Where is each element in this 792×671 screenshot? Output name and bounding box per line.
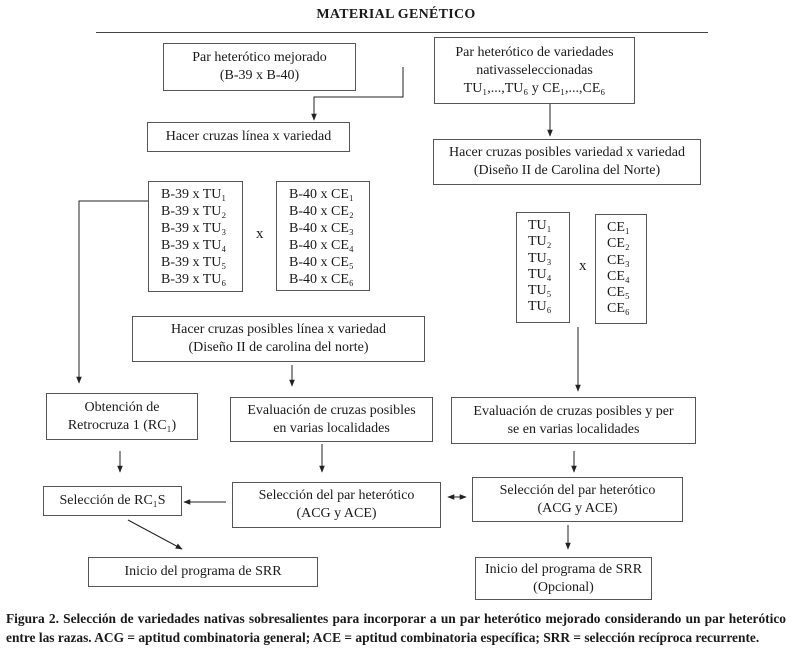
list-item: CE₄ [607, 268, 630, 284]
box-line: Obtención de [84, 399, 160, 415]
list-item: B-40 x CE₄ [289, 238, 354, 253]
box-line: TU₁,...,TU₆ y CE₁,...,CE₆ [463, 80, 606, 96]
list-item: B-40 x CE₂ [289, 204, 354, 219]
box-line: en varias localidades [273, 420, 390, 436]
box-line: nativasseleccionadas [476, 62, 593, 78]
list-b39: B-39 x TU₁ B-39 x TU₂ B-39 x TU₃ B-39 x … [148, 181, 243, 292]
box-line: Selección del par heterótico [499, 482, 656, 498]
cross-symbol-right: x [579, 258, 587, 274]
box-line: Selección de RC₁S [59, 493, 166, 508]
list-item: B-39 x TU₅ [161, 255, 227, 270]
box-line: Inicio del programa de SRR [484, 561, 643, 577]
box-line: (Diseño II de carolina del norte) [188, 340, 369, 355]
list-ce: CE₁ CE₂ CE₃ CE₄ CE₅ CE₆ [595, 214, 647, 324]
list-item: TU₄ [528, 266, 552, 282]
box-par-mejorado: Par heterótico mejorado (B-39 x B-40) [163, 43, 356, 91]
box-line: Hacer cruzas posibles línea x variedad [171, 322, 386, 337]
box-seleccion-mid: Selección del par heterótico (ACG y ACE) [232, 482, 441, 528]
list-item: B-40 x CE₆ [289, 272, 354, 287]
box-line: Selección del par heterótico [258, 488, 415, 503]
list-item: TU₅ [528, 283, 552, 299]
list-item: B-39 x TU₁ [161, 187, 227, 202]
list-item: B-39 x TU₆ [161, 272, 227, 287]
box-seleccion-rc: Selección de RC₁S [43, 486, 182, 516]
title-rule [96, 32, 708, 33]
list-item: B-39 x TU₂ [161, 204, 227, 219]
arrow-b39-to-obtencion [76, 200, 148, 384]
diagram-title: MATERIAL GENÉTICO [316, 7, 476, 22]
list-item: TU₃ [528, 250, 552, 266]
figure-caption: Figura 2. Selección de variedades nativa… [6, 611, 786, 645]
box-line: Retrocruza 1 (RC₁) [67, 417, 177, 433]
box-line: (ACG y ACE) [296, 506, 377, 521]
list-item: CE₅ [607, 285, 630, 301]
box-inicio-left: Inicio del programa de SRR [88, 557, 318, 587]
box-line: Evaluación de cruzas posibles [247, 402, 416, 418]
list-item: B-39 x TU₄ [161, 238, 227, 253]
box-line: Par heterótico mejorado [192, 50, 327, 65]
list-tu: TU₁ TU₂ TU₃ TU₄ TU₅ TU₆ [516, 212, 570, 323]
box-line: Inicio del programa de SRR [124, 564, 282, 579]
list-item: TU₁ [528, 218, 552, 233]
list-item: B-40 x CE₁ [289, 187, 354, 202]
box-line: Evaluación de cruzas posibles y per [473, 403, 674, 419]
box-seleccion-right: Selección del par heterótico (ACG y ACE) [472, 477, 683, 522]
list-item: CE₂ [607, 236, 630, 252]
box-cruzas-linea: Hacer cruzas línea x variedad [147, 122, 350, 152]
list-item: CE₆ [607, 301, 630, 317]
box-eval-right: Evaluación de cruzas posibles y per se e… [451, 397, 696, 444]
list-item: TU₆ [528, 299, 552, 315]
list-item: CE₃ [607, 252, 630, 268]
list-item: TU₂ [528, 234, 552, 250]
box-line: se en varias localidades [507, 421, 640, 437]
arrow-mejorado-to-cruzas [311, 67, 404, 121]
box-eval-left: Evaluación de cruzas posibles en varias … [230, 397, 433, 442]
box-cruzas-posibles: Hacer cruzas posibles línea x variedad (… [132, 316, 425, 362]
list-b40: B-40 x CE₁ B-40 x CE₂ B-40 x CE₃ B-40 x … [276, 181, 370, 291]
box-line: (B-39 x B-40) [219, 68, 300, 83]
cross-symbol-left: x [256, 226, 264, 242]
box-line: (ACG y ACE) [537, 500, 618, 516]
list-item: CE₁ [607, 220, 630, 235]
box-par-nativas: Par heterótico de variedades nativassele… [434, 37, 635, 104]
box-inicio-right: Inicio del programa de SRR (Opcional) [475, 557, 652, 600]
list-item: B-40 x CE₅ [289, 255, 354, 270]
box-cruzas-variedad: Hacer cruzas posibles variedad x varieda… [433, 139, 701, 185]
box-line: Hacer cruzas línea x variedad [165, 129, 332, 144]
box-line: Par heterótico de variedades [455, 44, 614, 60]
box-line: Hacer cruzas posibles variedad x varieda… [449, 145, 685, 160]
list-item: B-39 x TU₃ [161, 221, 227, 236]
box-line: (Opcional) [533, 579, 594, 595]
box-obtencion: Obtención de Retrocruza 1 (RC₁) [46, 393, 198, 440]
list-item: B-40 x CE₃ [289, 221, 354, 236]
box-line: (Diseño II de Carolina del Norte) [473, 163, 661, 178]
arrow-seleccion-rc-to-inicio [127, 519, 183, 550]
